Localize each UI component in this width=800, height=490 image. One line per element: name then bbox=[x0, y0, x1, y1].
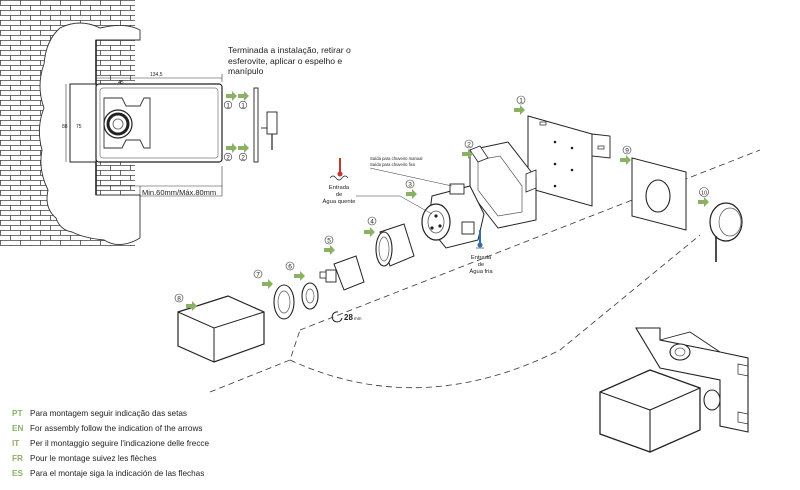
svg-text:de: de bbox=[478, 262, 484, 268]
part-3-valve-body bbox=[421, 183, 485, 249]
part-5-cartridge bbox=[319, 255, 365, 291]
step-5: 5 bbox=[327, 238, 331, 245]
wall-cross-section: 134,5 45 88 75 Min.60mm/Máx.80mm 1 2 1 2 bbox=[0, 0, 278, 246]
step-markers: 1 2 3 4 5 6 7 8 9 bbox=[174, 95, 709, 311]
step-9: 9 bbox=[625, 148, 629, 155]
part-6-nut: 28 mm bbox=[301, 282, 362, 323]
installation-note: Terminada a instalação, retirar o esfero… bbox=[228, 45, 351, 77]
step-6: 6 bbox=[288, 264, 292, 271]
svg-text:de: de bbox=[336, 192, 342, 198]
outlet-label-fixed: Saída para chuveiro fixo bbox=[370, 162, 416, 167]
part-2-support-bracket bbox=[469, 141, 537, 229]
dim-width-label: 134,5 bbox=[150, 72, 163, 78]
part-10-handle bbox=[709, 202, 743, 262]
step-7: 7 bbox=[256, 272, 260, 279]
cold-thermometer-icon bbox=[476, 230, 484, 249]
outlet-label-manual: Saída para chuveiro manual bbox=[370, 156, 422, 161]
hot-inlet-label: Entrada de Água quente bbox=[323, 185, 356, 205]
marker-1a: 1 bbox=[226, 103, 230, 110]
svg-text:Entrada: Entrada bbox=[329, 185, 350, 191]
part-4-sleeve bbox=[375, 223, 415, 267]
wrench-unit-label: mm bbox=[354, 316, 362, 321]
marker-1b: 1 bbox=[241, 103, 245, 110]
cold-inlet-label: Entrada de Água fria bbox=[469, 255, 493, 275]
dim-inner-label: 75 bbox=[76, 124, 82, 130]
svg-text:Água quente: Água quente bbox=[323, 198, 356, 205]
step-8: 8 bbox=[177, 296, 181, 303]
step-1: 1 bbox=[519, 98, 523, 105]
hot-thermometer-icon bbox=[329, 158, 349, 181]
part-1-back-plate bbox=[527, 115, 611, 207]
assembled-unit bbox=[599, 327, 749, 453]
step-4: 4 bbox=[370, 219, 374, 226]
wrench-size-label: 28 bbox=[344, 313, 353, 322]
part-9-wall-plate bbox=[631, 157, 687, 231]
marker-2a: 2 bbox=[226, 155, 230, 162]
part-8-protective-cap bbox=[177, 295, 265, 363]
step-2: 2 bbox=[467, 142, 471, 149]
part-7-ring bbox=[273, 284, 295, 320]
step-10: 10 bbox=[701, 191, 707, 197]
dim-height-label: 88 bbox=[62, 124, 68, 130]
exploded-assembly: 28 mm bbox=[174, 95, 761, 393]
side-step-markers: 1 2 1 2 bbox=[223, 100, 248, 162]
dim-top-label: 45 bbox=[118, 80, 124, 86]
svg-text:Entrada: Entrada bbox=[471, 255, 492, 261]
marker-2b: 2 bbox=[241, 155, 245, 162]
step-3: 3 bbox=[408, 182, 412, 189]
wall-depth-label: Min.60mm/Máx.80mm bbox=[142, 188, 216, 197]
svg-text:Água fria: Água fria bbox=[469, 268, 493, 275]
